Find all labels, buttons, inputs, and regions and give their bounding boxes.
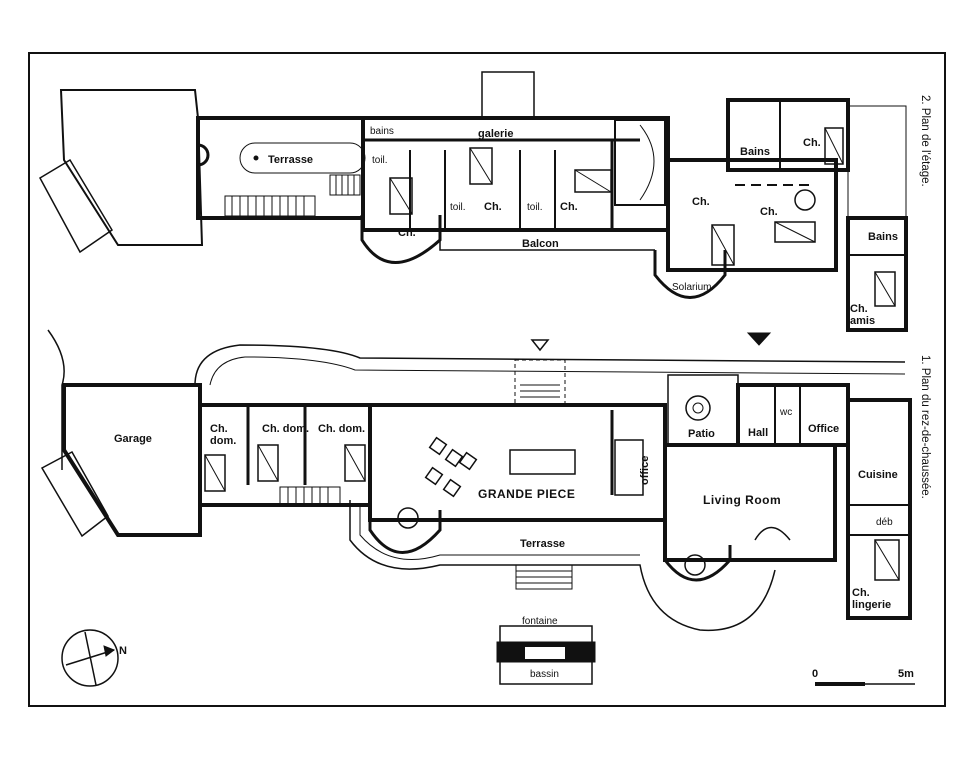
- compass-north-label: N: [119, 645, 127, 657]
- label-ground-wc: wc: [779, 407, 792, 418]
- label-ground-ch-dom-1: Ch.dom.: [210, 423, 236, 447]
- label-upper-toil-2: toil.: [450, 202, 466, 213]
- ground-bed-4: [874, 539, 900, 581]
- upper-bed-2: [469, 147, 493, 185]
- upper-terrace-niche: [197, 143, 210, 167]
- upper-east-roof: [847, 105, 907, 219]
- upper-stair-box: [614, 119, 666, 206]
- compass-north-arrow: [103, 645, 116, 657]
- label-ground-patio: Patio: [688, 428, 715, 440]
- label-upper-bains-3: Bains: [868, 231, 898, 243]
- entrance-marker-east: [746, 332, 772, 346]
- upper-bay-window: [360, 215, 442, 264]
- upper-west-annex: [38, 158, 114, 254]
- ground-terrace-outline: [349, 500, 776, 632]
- label-upper-ch-6: Ch.: [803, 137, 821, 149]
- label-ground-ch-dom-3: Ch. dom.: [318, 423, 365, 435]
- ground-drive-north: [194, 344, 906, 386]
- ground-entrance-porch: [514, 359, 566, 406]
- label-ground-office: Office: [808, 423, 839, 435]
- ground-garage-annex: [40, 450, 109, 538]
- label-upper-ch-3: Ch.: [560, 201, 578, 213]
- ground-bed-1: [204, 454, 226, 492]
- label-ground-hall: Hall: [748, 427, 768, 439]
- ground-chairs: [424, 436, 478, 498]
- ground-kitchen-wing: [846, 398, 912, 620]
- label-upper-bains: bains: [370, 126, 394, 137]
- compass-rose: N: [61, 629, 127, 687]
- label-upper-ch-5: Ch.: [760, 206, 778, 218]
- upper-east-block: [666, 158, 838, 272]
- upper-bed-6: [824, 127, 844, 165]
- ground-grande-piece: [368, 403, 667, 522]
- label-ground-office-small: office: [639, 456, 651, 485]
- ground-living-bay: [663, 545, 732, 582]
- label-upper-terrasse: Terrasse: [268, 154, 313, 166]
- upper-bed-1: [389, 177, 413, 215]
- label-upper-balcon: Balcon: [522, 238, 559, 250]
- ground-garage: [62, 383, 202, 537]
- label-bassin: bassin: [530, 669, 559, 680]
- label-ground-terrasse: Terrasse: [520, 538, 565, 550]
- label-upper-ch-amis: Ch.amis: [850, 303, 875, 327]
- upper-terrace-dot: [253, 155, 259, 161]
- label-upper-ch-4: Ch.: [692, 196, 710, 208]
- scale-bar: 0 5m: [812, 668, 915, 686]
- ground-floor-labels: Garage Ch.dom. Ch. dom. Ch. dom. GRANDE …: [114, 355, 931, 680]
- upper-bed-7: [874, 271, 896, 307]
- label-upper-galerie: galerie: [478, 128, 513, 140]
- label-upper-toil-1: toil.: [372, 155, 388, 166]
- upper-west-terrace-block: [59, 89, 204, 246]
- upper-floor-labels: Terrasse bains galerie toil. Ch. toil. C…: [268, 95, 931, 327]
- ground-floor-plan: [40, 329, 912, 685]
- scale-bar-start: 0: [812, 668, 818, 680]
- label-upper-bains-2: Bains: [740, 146, 770, 158]
- upper-floor-plan: [38, 71, 908, 332]
- ground-bed-3: [344, 444, 366, 482]
- ground-drive-north-inner: [209, 356, 906, 386]
- label-upper-ch-2: Ch.: [484, 201, 502, 213]
- label-fontaine: fontaine: [522, 616, 558, 627]
- upper-bed-5: [774, 221, 816, 243]
- upper-spiral-stair: [639, 124, 655, 201]
- ground-office-stair: [614, 439, 644, 496]
- compass-circle: [61, 629, 119, 687]
- label-ground-garage: Garage: [114, 433, 152, 445]
- ground-fireplace: [754, 526, 791, 541]
- ground-entrance-steps: [520, 384, 560, 398]
- ground-plan-title: 1. Plan du rez-de-chaussée.: [919, 355, 931, 499]
- figure-frame: [28, 52, 946, 707]
- label-ground-ch-lingerie: Ch.lingerie: [852, 587, 891, 611]
- ground-terrace-steps: [515, 564, 573, 590]
- upper-spiral-stair-2: [794, 189, 816, 211]
- label-ground-living-room: Living Room: [703, 493, 781, 507]
- ground-bed-2: [257, 444, 279, 482]
- upper-chimney-block: [481, 71, 535, 118]
- upper-balcony-rail: [439, 240, 655, 251]
- scale-bar-end: 5m: [898, 668, 914, 680]
- label-ground-cuisine: Cuisine: [858, 469, 898, 481]
- label-upper-solarium: Solarium: [672, 282, 711, 293]
- ground-terrace-inner: [359, 505, 640, 560]
- ground-round-table: [397, 507, 419, 529]
- upper-terrace-stairs: [224, 174, 361, 217]
- label-ground-grande-piece: GRANDE PIECE: [478, 487, 575, 501]
- ground-service-stairs: [279, 486, 341, 506]
- ground-bay-window: [368, 500, 442, 554]
- label-upper-ch-bay: Ch.: [398, 227, 416, 239]
- ground-drive-west: [47, 329, 65, 470]
- entrance-marker-west: [530, 339, 550, 352]
- label-ground-ch-dom-2: Ch. dom.: [262, 423, 309, 435]
- upper-bed-3: [574, 169, 612, 193]
- label-ground-deb: déb: [876, 517, 893, 528]
- upper-central-block: [361, 116, 670, 232]
- ground-patio-fountain: [685, 395, 711, 421]
- upper-plan-title: 2. Plan de l'étage.: [919, 95, 931, 187]
- upper-bed-4: [711, 224, 735, 266]
- label-upper-toil-3: toil.: [527, 202, 543, 213]
- ground-dining-table: [509, 449, 576, 475]
- upper-solarium-arc: [653, 250, 727, 299]
